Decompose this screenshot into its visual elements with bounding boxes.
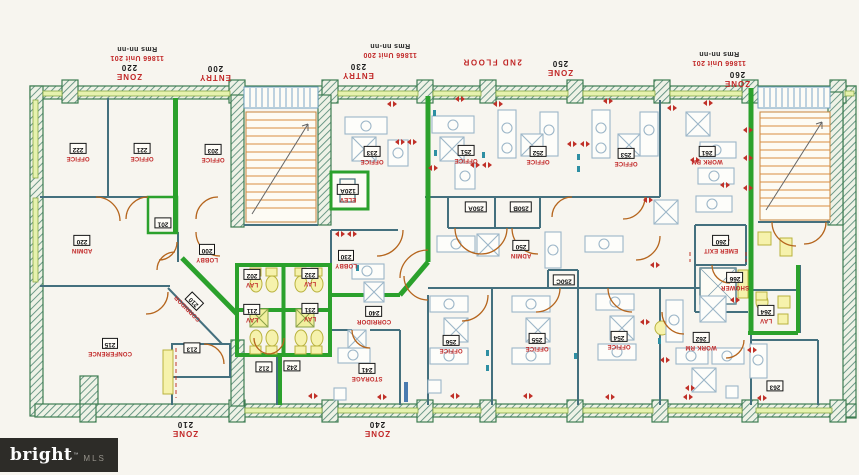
watermark-trademark: ™ (73, 452, 79, 458)
elevator (329, 170, 370, 211)
watermark-logo: bright ™ MLS (0, 438, 118, 472)
window-strips (32, 90, 855, 414)
staircase-right (757, 86, 831, 221)
device-markers (356, 110, 661, 371)
kitchen-dashed-line (175, 252, 747, 398)
watermark-mls: MLS (83, 453, 106, 463)
furniture (333, 109, 768, 401)
exit-door-frame (404, 382, 408, 402)
staircase-left (243, 86, 319, 223)
green-walls (146, 88, 800, 405)
watermark-brand: bright (10, 445, 73, 465)
